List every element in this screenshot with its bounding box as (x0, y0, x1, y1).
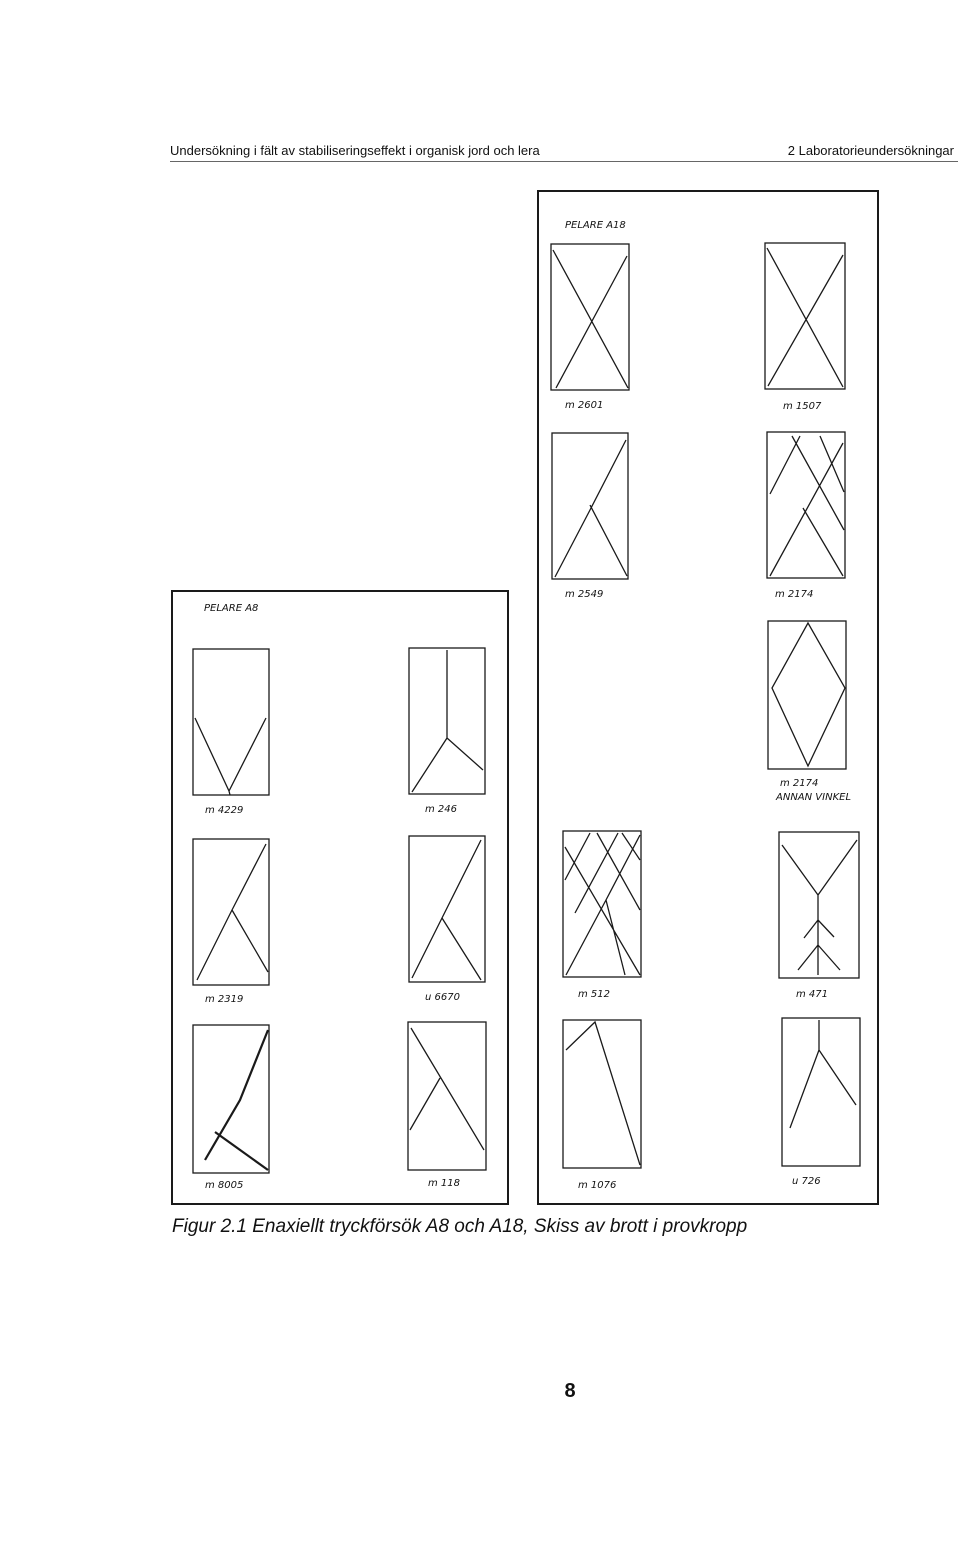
specimen-a18-2 (764, 242, 846, 390)
page-header: Undersökning i fält av stabiliseringseff… (170, 143, 958, 163)
a8-label-1: m 4229 (205, 805, 243, 816)
a18-label-5b: ANNAN VINKEL (775, 792, 851, 803)
a8-label-5: m 8005 (205, 1180, 243, 1191)
specimen-a18-3 (551, 432, 629, 580)
specimen-a18-4 (766, 431, 846, 579)
header-rule (170, 161, 958, 162)
header-left-title: Undersökning i fält av stabiliseringseff… (170, 143, 540, 158)
panel-a18-title: PELARE A18 (565, 220, 626, 231)
specimen-a18-9 (781, 1017, 861, 1167)
a18-label-6: m 512 (578, 989, 610, 1000)
a8-label-6: m 118 (428, 1178, 460, 1189)
specimen-a8-2 (408, 647, 486, 795)
a18-label-8: m 1076 (578, 1180, 616, 1191)
panel-a18-frame (537, 190, 879, 1205)
a18-label-1: m 2601 (565, 400, 603, 411)
a18-label-5: m 2174 (780, 778, 818, 789)
specimen-a8-5 (192, 1024, 270, 1174)
a18-label-2: m 1507 (783, 401, 822, 412)
specimen-a8-4 (408, 835, 486, 983)
specimen-a8-3 (192, 838, 270, 986)
a18-label-9: u 726 (792, 1176, 821, 1187)
specimen-a18-7 (778, 831, 860, 979)
a8-label-3: m 2319 (205, 994, 243, 1005)
specimen-a18-5 (767, 620, 847, 770)
specimen-a18-8 (562, 1019, 642, 1169)
a18-label-3: m 2549 (565, 589, 603, 600)
a18-label-7: m 471 (796, 989, 828, 1000)
panel-a8-frame (171, 590, 509, 1205)
page-number: 8 (564, 1380, 576, 1402)
a8-label-2: m 246 (425, 804, 457, 815)
header-right-section: 2 Laboratorieundersökningar (787, 143, 954, 158)
specimen-a8-6 (407, 1021, 487, 1171)
a8-label-4: u 6670 (425, 992, 460, 1003)
specimen-a18-6 (562, 830, 642, 978)
figure-caption: Figur 2.1 Enaxiellt tryckförsök A8 och A… (172, 1216, 748, 1237)
specimen-a18-1 (550, 243, 630, 391)
panel-a8-title: PELARE A8 (204, 603, 258, 614)
specimen-a8-1 (192, 648, 270, 796)
a18-label-4: m 2174 (775, 589, 813, 600)
